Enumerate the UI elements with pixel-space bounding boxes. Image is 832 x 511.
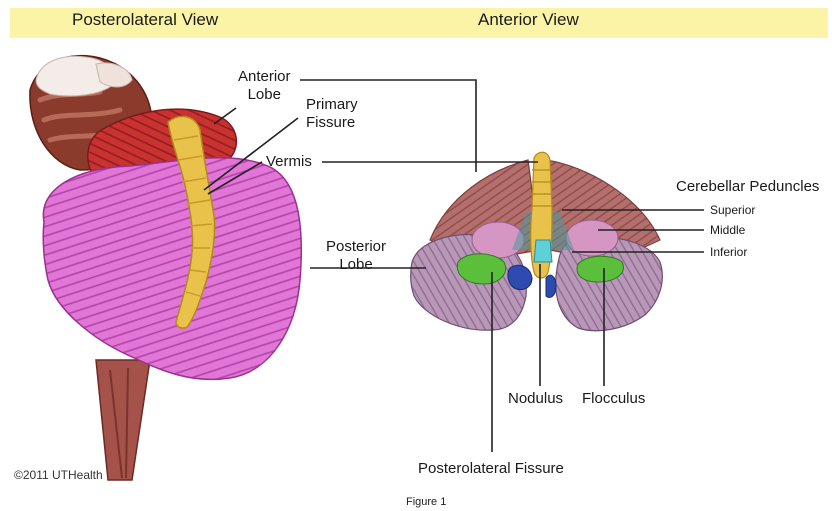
posterior-lobe-region <box>43 158 301 380</box>
primary-fissure-label-line2: Fissure <box>306 114 358 132</box>
anterior-lobe-label: Anterior Lobe <box>238 68 291 104</box>
posterior-lobe-label: Posterior Lobe <box>326 238 386 274</box>
anterior-lobe-label-line1: Anterior <box>238 68 291 86</box>
flocculus-left <box>457 254 505 284</box>
posterolateral-fissure-label: Posterolateral Fissure <box>418 460 564 478</box>
posterior-lobe-label-line1: Posterior <box>326 238 386 256</box>
cerebellar-peduncles-label: Cerebellar Peduncles <box>676 178 819 196</box>
superior-peduncle-label: Superior <box>710 203 755 217</box>
flocculus-right <box>577 256 623 282</box>
vermis-lower-cyan <box>534 240 552 262</box>
nodulus-label: Nodulus <box>508 390 563 408</box>
anterior-lobe-label-line2: Lobe <box>238 86 291 104</box>
vermis-label: Vermis <box>266 153 312 171</box>
primary-fissure-label: Primary Fissure <box>306 96 358 132</box>
nodulus-right <box>546 275 556 297</box>
flocculus-label: Flocculus <box>582 390 645 408</box>
inferior-peduncle-label: Inferior <box>710 245 747 259</box>
brainstem-lower <box>96 360 150 480</box>
nodulus-left <box>508 265 532 289</box>
peduncle-right <box>566 220 618 256</box>
middle-peduncle-label: Middle <box>710 223 745 237</box>
figure-caption: Figure 1 <box>406 496 446 508</box>
copyright-text: ©2011 UTHealth <box>14 468 103 482</box>
anterior-view-cerebellum <box>411 152 663 330</box>
posterior-lobe-label-line2: Lobe <box>326 256 386 274</box>
primary-fissure-label-line1: Primary <box>306 96 358 114</box>
